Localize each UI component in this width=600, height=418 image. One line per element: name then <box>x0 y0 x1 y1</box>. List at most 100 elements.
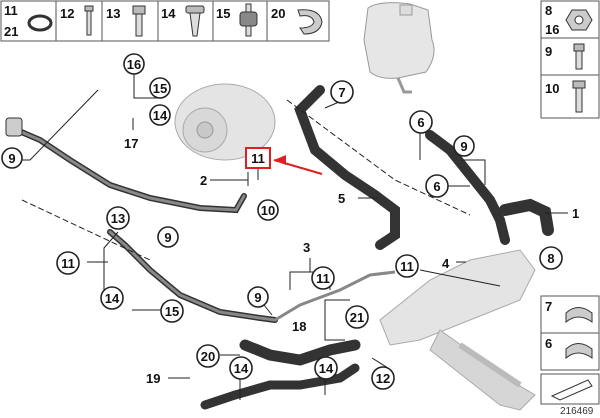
legend-label-16: 16 <box>545 22 559 37</box>
svg-text:6: 6 <box>433 179 440 194</box>
svg-text:11: 11 <box>316 271 330 286</box>
svg-text:19: 19 <box>146 371 160 386</box>
callout-15-lower[interactable]: 15 <box>160 299 184 323</box>
legend-label-11: 11 <box>4 3 18 18</box>
legend-right-top: 8 16 9 10 <box>540 0 600 119</box>
legend-label-20: 20 <box>271 6 285 21</box>
callout-15[interactable]: 15 <box>149 77 171 99</box>
svg-text:3: 3 <box>303 240 310 255</box>
svg-text:13: 13 <box>111 211 125 226</box>
svg-text:15: 15 <box>153 81 167 96</box>
callout-12[interactable]: 12 <box>371 366 395 390</box>
svg-text:16: 16 <box>127 57 141 72</box>
svg-text:8: 8 <box>547 251 554 266</box>
svg-text:2: 2 <box>200 173 207 188</box>
callout-3[interactable]: 3 <box>303 240 310 255</box>
legend-label-8: 8 <box>545 3 552 18</box>
svg-text:14: 14 <box>105 291 120 306</box>
steering-rack-part <box>379 249 536 411</box>
callouts: 16 15 14 17 9 11 2 10 7 6 9 6 1 8 5 13 9… <box>1 53 579 390</box>
legend-label-6: 6 <box>545 336 552 351</box>
svg-text:9: 9 <box>460 139 467 154</box>
callout-14[interactable]: 14 <box>149 104 171 126</box>
svg-text:21: 21 <box>350 310 364 325</box>
diagram-number: 216469 <box>560 406 594 417</box>
legend-label-10: 10 <box>545 81 559 96</box>
callout-9-mid[interactable]: 9 <box>157 226 179 248</box>
svg-text:20: 20 <box>201 349 215 364</box>
small-bolt-icon <box>573 43 585 70</box>
legend-label-21: 21 <box>4 24 18 39</box>
hex-bolt-icon <box>132 5 146 37</box>
svg-text:14: 14 <box>234 361 249 376</box>
callout-6-mid[interactable]: 6 <box>425 174 449 198</box>
svg-text:1: 1 <box>572 206 579 221</box>
callout-5[interactable]: 5 <box>338 191 345 206</box>
callout-2[interactable]: 2 <box>200 173 207 188</box>
callout-18[interactable]: 18 <box>292 319 306 334</box>
lower-pressure-line-part <box>107 229 278 323</box>
flange-bolt-icon <box>572 80 586 113</box>
svg-text:11: 11 <box>400 259 414 274</box>
callout-6-top[interactable]: 6 <box>409 110 433 134</box>
callout-4[interactable]: 4 <box>442 256 450 271</box>
legend-label-13: 13 <box>106 6 120 21</box>
legend-label-15: 15 <box>216 6 230 21</box>
callout-9-right[interactable]: 9 <box>453 135 475 157</box>
legend-right-bottom: 7 6 216469 <box>540 295 600 417</box>
callout-10[interactable]: 10 <box>257 199 279 221</box>
callout-11-left[interactable]: 11 <box>56 251 80 275</box>
bracket-clip-icon <box>297 9 323 35</box>
svg-text:14: 14 <box>319 361 334 376</box>
svg-text:7: 7 <box>338 85 345 100</box>
callout-21[interactable]: 21 <box>345 305 369 329</box>
svg-text:15: 15 <box>165 304 179 319</box>
svg-text:10: 10 <box>261 203 275 218</box>
cooler-hose-part <box>239 339 361 366</box>
highlight-arrow-icon <box>274 155 286 165</box>
hose-clamp-icon-2 <box>565 343 593 360</box>
direction-arrow-icon <box>550 379 593 401</box>
legend-label-9: 9 <box>545 44 552 59</box>
callout-14-left[interactable]: 14 <box>100 286 124 310</box>
callout-7[interactable]: 7 <box>330 80 354 104</box>
legend-top: 11 21 12 13 14 15 20 <box>0 0 330 42</box>
callout-9-lower[interactable]: 9 <box>247 286 269 308</box>
svg-text:11: 11 <box>61 256 75 271</box>
svg-text:9: 9 <box>8 151 15 166</box>
callout-9-left[interactable]: 9 <box>1 147 23 169</box>
svg-text:9: 9 <box>164 230 171 245</box>
rubber-mount-icon <box>239 3 258 37</box>
leader-lines <box>8 73 568 400</box>
svg-text:12: 12 <box>376 371 390 386</box>
callout-20[interactable]: 20 <box>196 344 220 368</box>
washer-icon <box>27 14 53 32</box>
suction-hose-part <box>425 130 510 245</box>
svg-text:5: 5 <box>338 191 345 206</box>
svg-text:18: 18 <box>292 319 306 334</box>
svg-text:17: 17 <box>124 136 138 151</box>
svg-text:11: 11 <box>251 151 265 166</box>
callout-11-highlighted[interactable]: 11 <box>245 147 271 169</box>
svg-text:14: 14 <box>153 108 168 123</box>
callout-14-bottom-right[interactable]: 14 <box>314 356 338 380</box>
legend-label-14: 14 <box>161 6 176 21</box>
callout-16[interactable]: 16 <box>123 53 145 75</box>
return-pipe-part <box>274 270 396 322</box>
callout-11-right[interactable]: 11 <box>395 254 419 278</box>
callout-14-bottom-left[interactable]: 14 <box>229 356 253 380</box>
callout-8[interactable]: 8 <box>539 246 563 270</box>
callout-17[interactable]: 17 <box>124 136 138 151</box>
return-hose-part <box>294 85 400 250</box>
svg-text:6: 6 <box>417 115 424 130</box>
callout-13[interactable]: 13 <box>106 206 130 230</box>
callout-11-center[interactable]: 11 <box>311 266 335 290</box>
screw-clip-icon <box>185 5 205 37</box>
bolt-icon <box>84 5 94 36</box>
legend-label-12: 12 <box>60 6 74 21</box>
reservoir-part <box>363 2 435 94</box>
callout-1[interactable]: 1 <box>572 206 579 221</box>
svg-text:4: 4 <box>442 256 450 271</box>
callout-19[interactable]: 19 <box>146 371 160 386</box>
